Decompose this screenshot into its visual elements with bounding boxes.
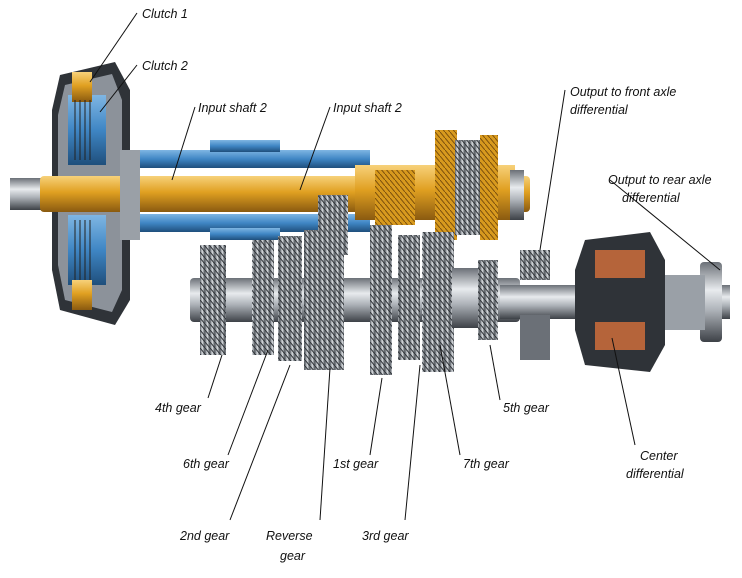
- label-output-front-line1: Output to front axle: [570, 85, 676, 99]
- label-4th-gear: 4th gear: [155, 401, 202, 415]
- center-differential-assembly: [500, 232, 730, 372]
- label-3rd-gear: 3rd gear: [362, 529, 409, 543]
- label-output-front-line2: differential: [570, 103, 629, 117]
- labels: Clutch 1 Clutch 2 Input shaft 2 Input sh…: [142, 7, 712, 563]
- leader-lines: [89, 12, 721, 521]
- label-clutch-2: Clutch 2: [142, 59, 188, 73]
- label-5th-gear: 5th gear: [503, 401, 550, 415]
- label-6th-gear: 6th gear: [183, 457, 230, 471]
- label-reverse-line1: Reverse: [266, 529, 313, 543]
- label-input-shaft-2-right: Input shaft 2: [333, 101, 402, 115]
- label-center-line1: Center: [640, 449, 678, 463]
- output-shaft: [190, 195, 520, 375]
- label-clutch-1: Clutch 1: [142, 7, 188, 21]
- upper-gears: [375, 130, 524, 240]
- label-2nd-gear: 2nd gear: [179, 529, 230, 543]
- label-input-shaft-2-left: Input shaft 2: [198, 101, 267, 115]
- label-center-line2: differential: [626, 467, 685, 481]
- label-reverse-line2: gear: [280, 549, 306, 563]
- label-output-rear-line1: Output to rear axle: [608, 173, 712, 187]
- label-1st-gear: 1st gear: [333, 457, 379, 471]
- label-output-rear-line2: differential: [622, 191, 681, 205]
- label-7th-gear: 7th gear: [463, 457, 510, 471]
